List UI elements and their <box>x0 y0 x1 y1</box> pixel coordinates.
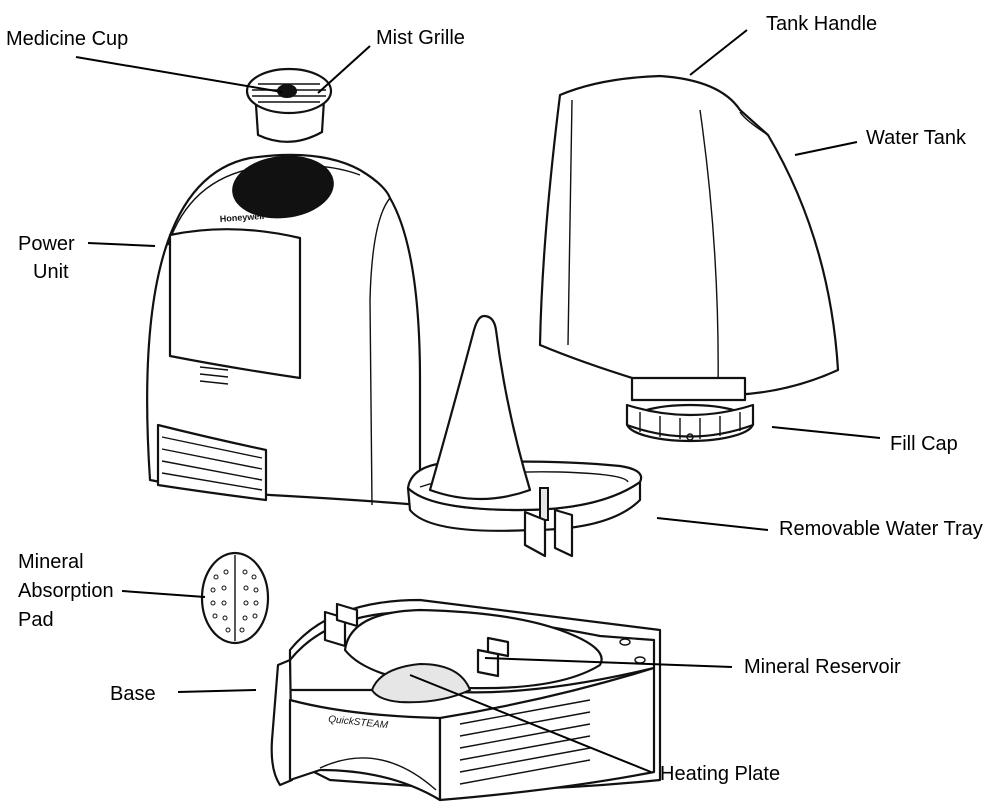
label-medicine-cup: Medicine Cup <box>6 28 128 50</box>
label-water-tank: Water Tank <box>866 127 967 149</box>
label-mineral-pad-line3: Pad <box>18 609 54 631</box>
label-mineral-pad-line2: Absorption <box>18 580 114 602</box>
leader-medicine-cup <box>75 56 283 93</box>
leader-mineral-reservoir <box>484 657 733 668</box>
leader-water-tray <box>656 517 769 531</box>
mist-grille-part <box>245 67 333 143</box>
label-power-unit-line2: Unit <box>33 261 69 283</box>
label-tank-handle: Tank Handle <box>766 13 877 35</box>
leader-mineral-pad <box>121 590 206 598</box>
part-labels: Medicine Cup Mist Grille Power Unit Tank… <box>6 13 983 785</box>
leader-water-tank <box>794 141 858 156</box>
base-part: QuickSTEAM <box>270 598 662 802</box>
label-base: Base <box>110 683 156 705</box>
water-tray-part <box>406 314 643 558</box>
mineral-pad-part <box>200 551 270 645</box>
leader-tank-handle <box>689 29 748 76</box>
label-removable-water-tray: Removable Water Tray <box>779 518 983 540</box>
power-unit-part: Honeywell <box>146 153 422 507</box>
water-tank-part <box>538 74 840 443</box>
label-mineral-reservoir: Mineral Reservoir <box>744 656 901 678</box>
label-power-unit-line1: Power <box>18 233 75 255</box>
leader-lines <box>75 29 881 773</box>
power-unit-brand: Honeywell <box>219 211 264 224</box>
leader-power-unit <box>87 242 156 247</box>
pad-holes <box>210 569 259 633</box>
label-mist-grille: Mist Grille <box>376 27 465 49</box>
leader-heating-plate <box>409 674 652 773</box>
leader-fill-cap <box>771 426 881 439</box>
leader-base <box>177 689 257 693</box>
label-fill-cap: Fill Cap <box>890 433 958 455</box>
label-mineral-pad-line1: Mineral <box>18 551 84 573</box>
leader-mist-grille <box>317 45 371 94</box>
label-heating-plate: Heating Plate <box>660 763 780 785</box>
